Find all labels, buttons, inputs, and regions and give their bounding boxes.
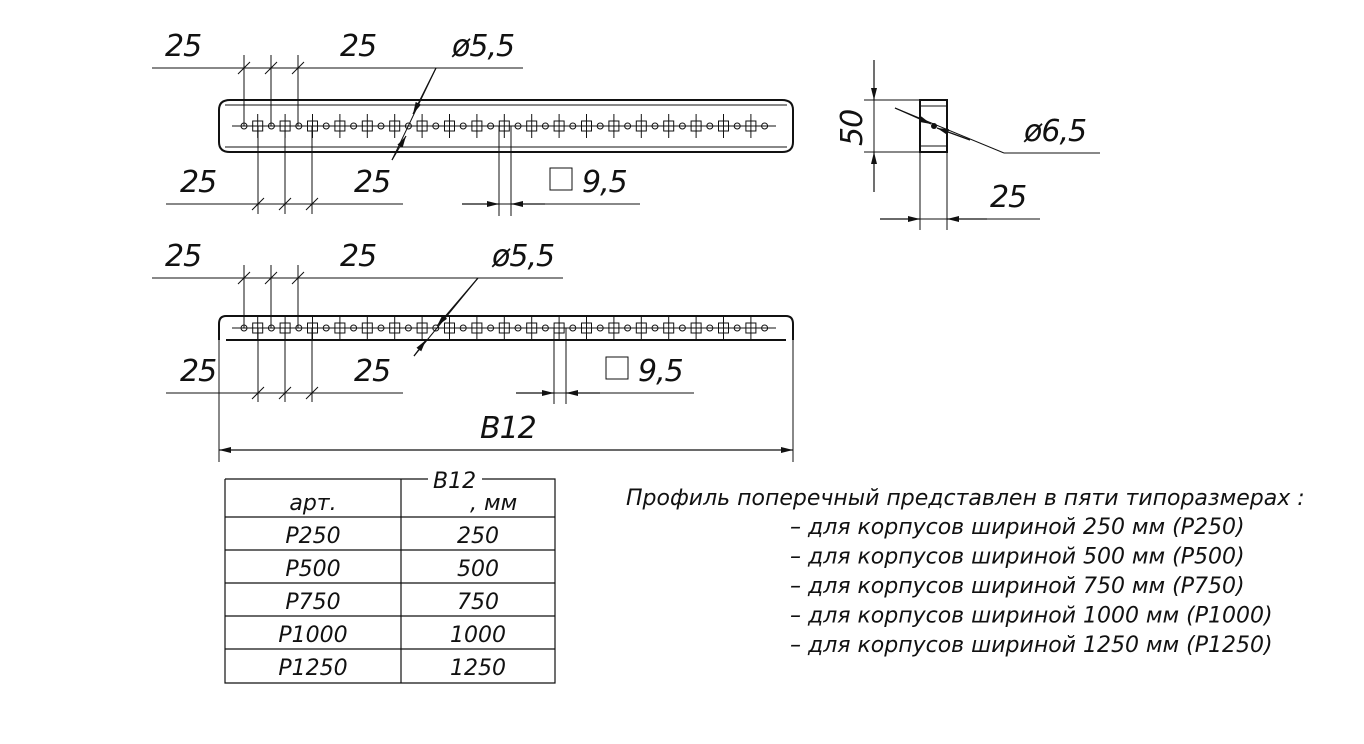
hole-diameter-label: ø5,5 [491, 239, 554, 274]
round-hole [651, 324, 659, 332]
round-hole [733, 122, 741, 130]
top-profile-view: 25 25 ø5,5 25 25 9,5 [152, 29, 794, 216]
table-cell-length: 750 [457, 590, 499, 615]
top-hole-diameter-callout: ø5,5 [391, 29, 515, 161]
square-symbol [549, 167, 573, 191]
dim-label: 25 [354, 354, 390, 389]
side-width-label: 25 [990, 180, 1026, 215]
dim-label: 25 [180, 165, 216, 200]
table-cell-article: P500 [285, 557, 340, 582]
notes-block: Профиль поперечный представлен в пяти ти… [626, 486, 1305, 658]
round-hole [624, 122, 632, 130]
bottom-hole-diameter-callout: ø5,5 [413, 239, 555, 357]
round-hole [350, 122, 358, 130]
top-dim-25-lower: 25 25 [166, 126, 403, 214]
notes-line: – для корпусов шириной 250 мм (P250) [790, 515, 1245, 540]
side-hole-diameter-callout: ø6,5 [894, 107, 1100, 154]
table-cell-length: 500 [457, 557, 499, 582]
bottom-hole-pattern [240, 316, 769, 340]
table-cell-article: P250 [285, 524, 340, 549]
round-hole [432, 122, 440, 130]
round-hole [678, 122, 686, 130]
round-hole [569, 122, 577, 130]
notes-line: – для корпусов шириной 500 мм (P500) [790, 545, 1245, 570]
notes-line: – для корпусов шириной 750 мм (P750) [790, 574, 1245, 599]
round-hole [651, 122, 659, 130]
table-cell-article: P1000 [278, 623, 347, 648]
square-size-label: 9,5 [582, 165, 627, 200]
notes-heading: Профиль поперечный представлен в пяти ти… [626, 486, 1305, 511]
side-height-dim: 50 [835, 60, 920, 192]
round-hole [569, 324, 577, 332]
round-hole [678, 324, 686, 332]
round-hole [761, 324, 769, 332]
round-hole [377, 324, 385, 332]
table-grid [224, 478, 556, 684]
round-hole [706, 122, 714, 130]
square-size-label: 9,5 [638, 354, 683, 389]
table-header-top: B12 [433, 469, 476, 494]
round-hole [596, 122, 604, 130]
round-hole [624, 324, 632, 332]
table-header-article: арт. [289, 491, 336, 516]
round-hole [350, 324, 358, 332]
table-cell-article: P750 [285, 590, 340, 615]
round-hole [459, 324, 467, 332]
round-hole [487, 324, 495, 332]
round-hole [459, 122, 467, 130]
round-hole [733, 324, 741, 332]
bottom-square-dim: 9,5 [516, 328, 694, 404]
square-symbol [605, 356, 629, 380]
round-hole [541, 122, 549, 130]
table-cell-length: 1250 [450, 656, 506, 681]
side-profile-outline [919, 99, 948, 153]
dim-label: 25 [340, 29, 376, 64]
round-hole [432, 324, 440, 332]
dim-label: 25 [165, 239, 201, 274]
side-height-label: 50 [835, 110, 870, 146]
round-hole [322, 122, 330, 130]
table-cell-length: 1000 [450, 623, 506, 648]
round-hole [514, 122, 522, 130]
round-hole [596, 324, 604, 332]
round-hole [404, 122, 412, 130]
side-section-view: 50 ø6,5 25 [835, 60, 1100, 230]
table-cell-length: 250 [457, 524, 499, 549]
top-dim-25-upper: 25 25 [152, 29, 523, 126]
round-hole [487, 122, 495, 130]
overall-length-dim: B12 [218, 340, 794, 462]
hole-diameter-label: ø5,5 [451, 29, 514, 64]
bottom-dim-25-upper: 25 25 [152, 239, 563, 328]
round-hole [541, 324, 549, 332]
round-hole [295, 122, 303, 130]
bottom-profile-view: 25 25 ø5,5 25 25 9,5 [152, 239, 794, 462]
round-hole [295, 324, 303, 332]
round-hole [322, 324, 330, 332]
notes-line: – для корпусов шириной 1000 мм (P1000) [790, 604, 1273, 629]
round-hole [706, 324, 714, 332]
notes-list: – для корпусов шириной 250 мм (P250) – дл… [790, 515, 1273, 658]
round-hole [761, 122, 769, 130]
bottom-dim-25-lower: 25 25 [166, 328, 403, 402]
dim-label: 25 [165, 29, 201, 64]
notes-line: – для корпусов шириной 1250 мм (P1250) [790, 633, 1273, 658]
round-hole [404, 324, 412, 332]
top-square-dim: 9,5 [462, 126, 640, 216]
dim-label: 25 [180, 354, 216, 389]
dim-label: 25 [340, 239, 376, 274]
round-hole [514, 324, 522, 332]
table-cell-article: P1250 [278, 656, 347, 681]
overall-length-label: B12 [480, 411, 536, 446]
dim-label: 25 [354, 165, 390, 200]
hole-diameter-label: ø6,5 [1023, 114, 1086, 149]
table-header-unit: , мм [470, 491, 517, 516]
round-hole [377, 122, 385, 130]
side-width-dim: 25 [880, 152, 1040, 230]
